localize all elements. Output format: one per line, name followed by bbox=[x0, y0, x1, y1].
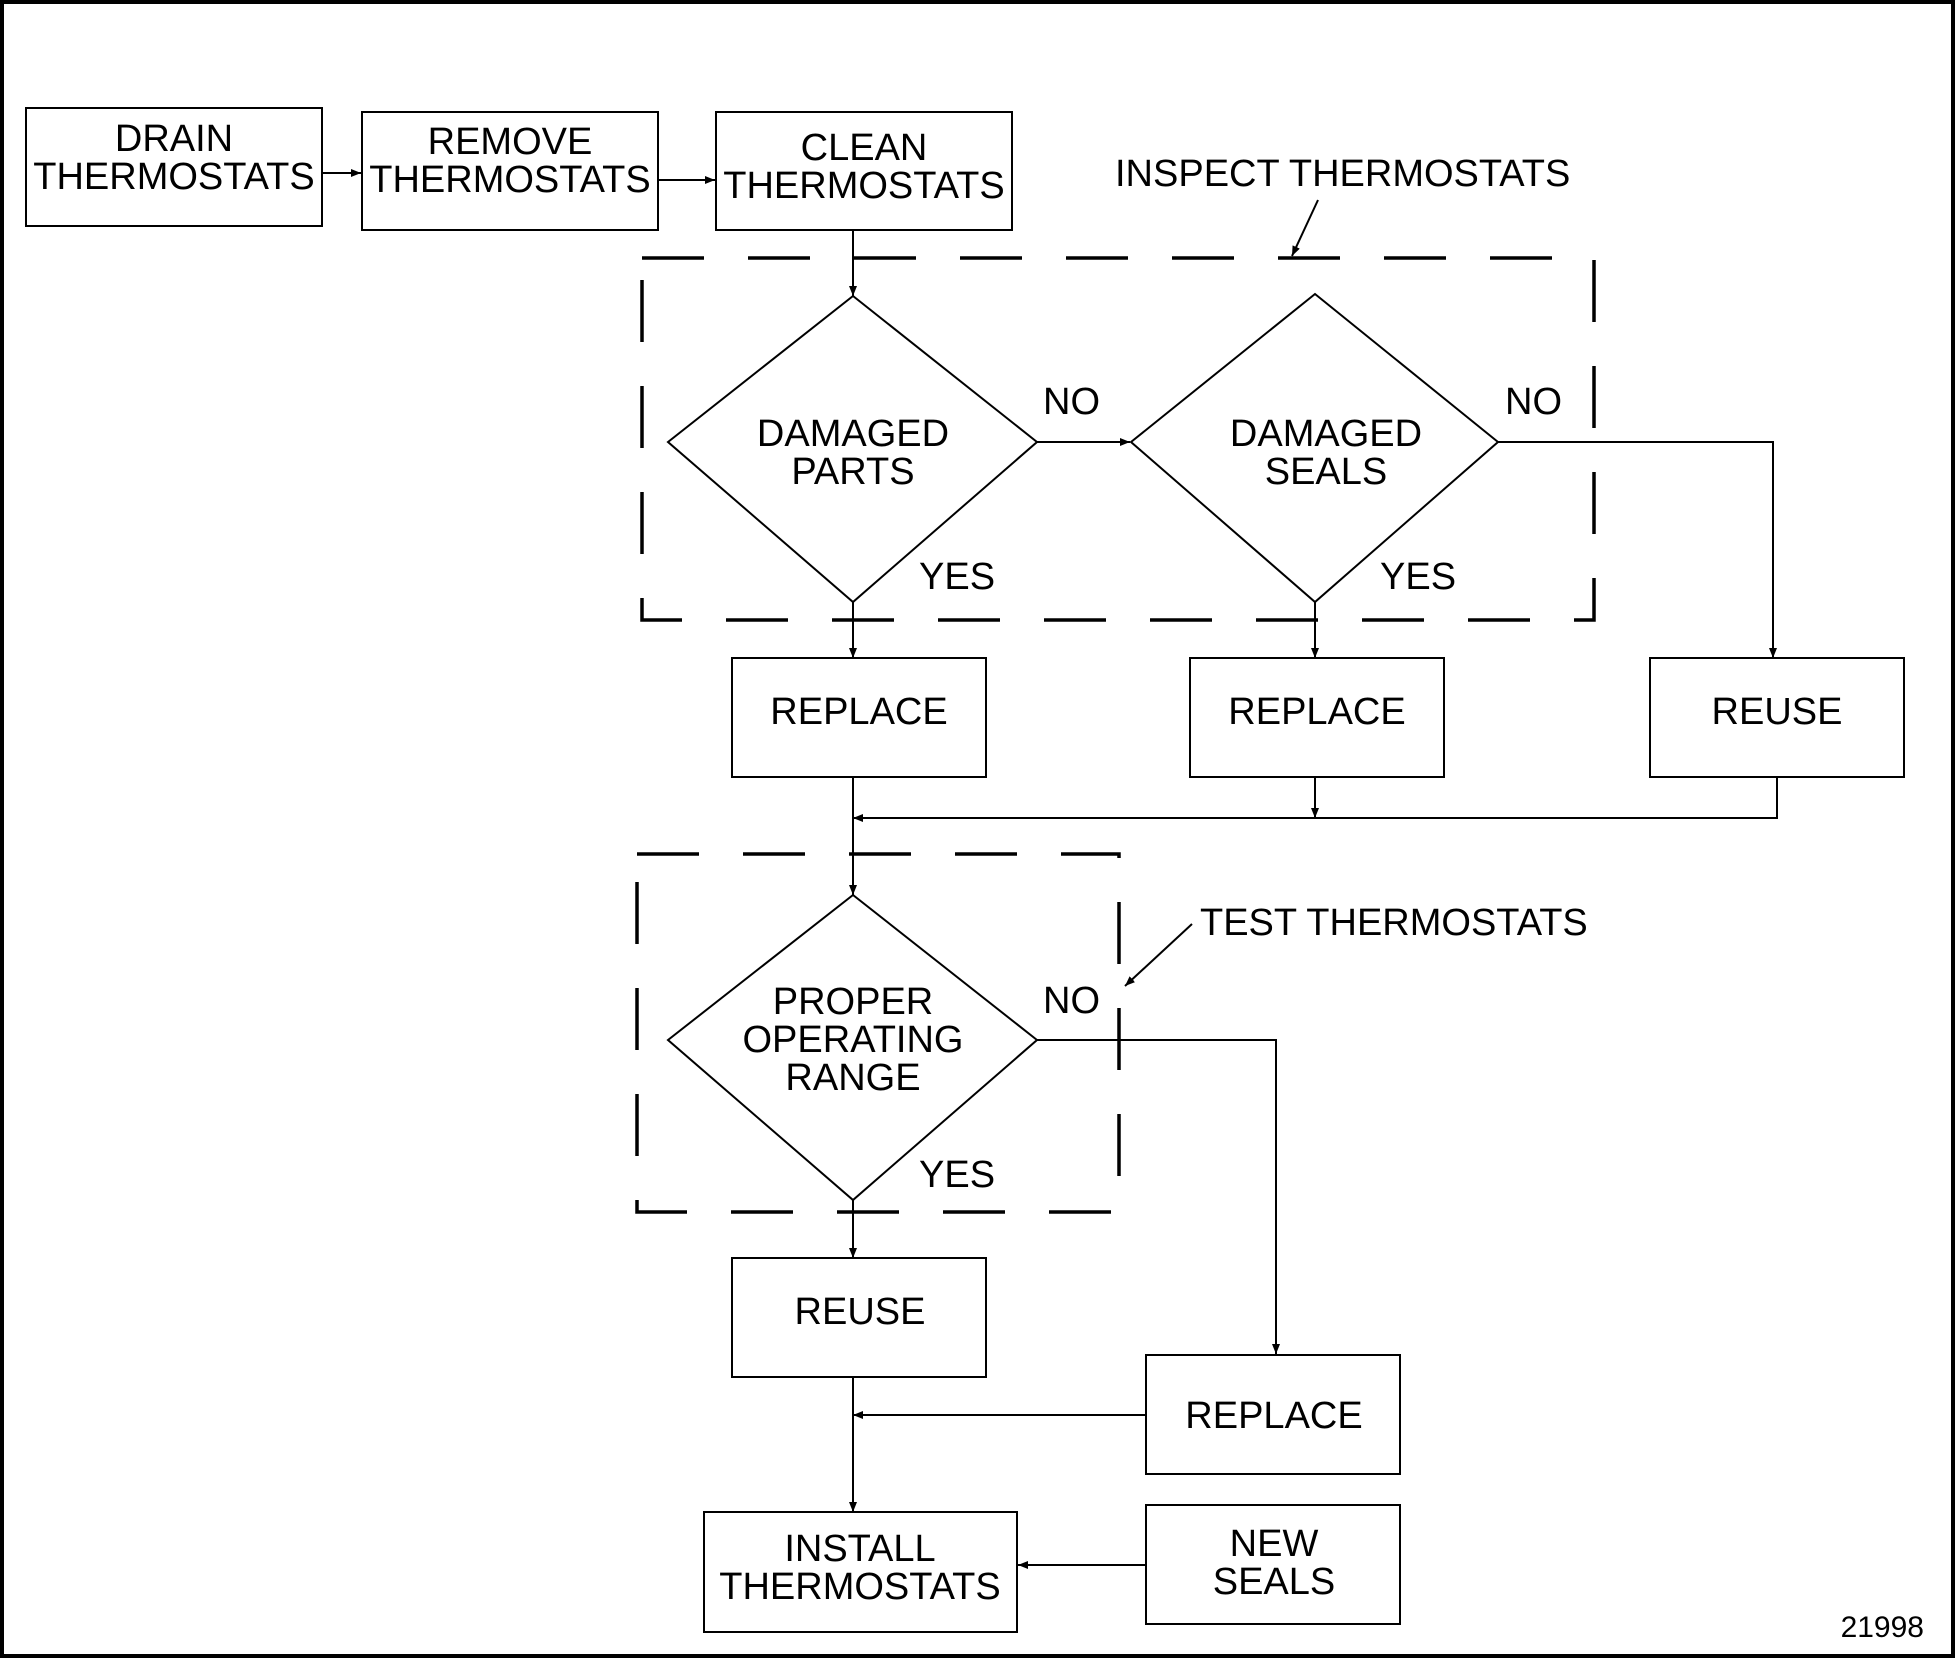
install-label-line2: THERMOSTATS bbox=[719, 1566, 1000, 1608]
new-seals-label-line1: NEW bbox=[1230, 1523, 1319, 1565]
inspect-thermostats-boundary bbox=[640, 256, 1596, 622]
reuse-tested-box: REUSE bbox=[731, 1257, 987, 1378]
damaged-parts-label-line1: DAMAGED bbox=[757, 413, 949, 455]
damaged-parts-label-line2: PARTS bbox=[791, 451, 914, 493]
operating-range-label-line2: OPERATING bbox=[743, 1019, 964, 1061]
test-thermostats-callout: TEST THERMOSTATS bbox=[1200, 902, 1588, 944]
damaged-parts-decision: DAMAGED PARTS bbox=[666, 294, 1039, 604]
new-seals-label-line2: SEALS bbox=[1213, 1561, 1336, 1603]
clean-label-line1: CLEAN bbox=[801, 127, 928, 169]
replace-failed-test-box: REPLACE bbox=[1145, 1354, 1401, 1475]
reuse-inspected-box: REUSE bbox=[1649, 657, 1905, 778]
connectors bbox=[322, 169, 1778, 1569]
install-thermostats-box: INSTALL THERMOSTATS bbox=[703, 1511, 1018, 1633]
damaged-seals-yes-label: YES bbox=[1380, 556, 1456, 598]
edge-reuse-merge bbox=[853, 777, 1778, 822]
drain-label-line1: DRAIN bbox=[115, 118, 233, 160]
replace-damaged-parts-box: REPLACE bbox=[731, 657, 987, 778]
reuse-inspected-label: REUSE bbox=[1712, 691, 1843, 733]
remove-thermostats-box: REMOVE THERMOSTATS bbox=[361, 111, 659, 231]
edge-damaged-seals-no bbox=[1498, 441, 1777, 658]
drain-thermostats-box: DRAIN THERMOSTATS bbox=[25, 107, 323, 227]
damaged-seals-no-label: NO bbox=[1505, 381, 1562, 423]
drain-label-line2: THERMOSTATS bbox=[33, 156, 314, 198]
operating-range-yes-label: YES bbox=[919, 1154, 995, 1196]
remove-label-line2: THERMOSTATS bbox=[369, 159, 650, 201]
replace-seals-label: REPLACE bbox=[1228, 691, 1405, 733]
edge-operating-range-no bbox=[1037, 1039, 1280, 1354]
operating-range-label-line1: PROPER bbox=[773, 981, 933, 1023]
reuse-tested-label: REUSE bbox=[795, 1291, 926, 1333]
replace-test-label: REPLACE bbox=[1185, 1395, 1362, 1437]
inspect-callout-leader bbox=[1291, 199, 1319, 257]
damaged-parts-no-label: NO bbox=[1043, 381, 1100, 423]
install-label-line1: INSTALL bbox=[784, 1528, 935, 1570]
damaged-seals-decision: DAMAGED SEALS bbox=[1129, 292, 1500, 604]
operating-range-decision: PROPER OPERATING RANGE bbox=[666, 893, 1039, 1202]
damaged-parts-yes-label: YES bbox=[919, 556, 995, 598]
replace-damaged-seals-box: REPLACE bbox=[1189, 657, 1445, 778]
replace-parts-label: REPLACE bbox=[770, 691, 947, 733]
clean-label-line2: THERMOSTATS bbox=[723, 165, 1004, 207]
damaged-seals-label-line2: SEALS bbox=[1265, 451, 1388, 493]
remove-label-line1: REMOVE bbox=[428, 121, 593, 163]
test-callout-leader bbox=[1124, 923, 1193, 987]
new-seals-box: NEW SEALS bbox=[1145, 1504, 1401, 1625]
operating-range-label-line3: RANGE bbox=[785, 1057, 920, 1099]
figure-number: 21998 bbox=[1841, 1611, 1924, 1644]
operating-range-no-label: NO bbox=[1043, 980, 1100, 1022]
damaged-seals-label-line1: DAMAGED bbox=[1230, 413, 1422, 455]
inspect-thermostats-callout: INSPECT THERMOSTATS bbox=[1115, 153, 1570, 195]
clean-thermostats-box: CLEAN THERMOSTATS bbox=[715, 111, 1013, 231]
test-thermostats-boundary bbox=[635, 852, 1121, 1214]
